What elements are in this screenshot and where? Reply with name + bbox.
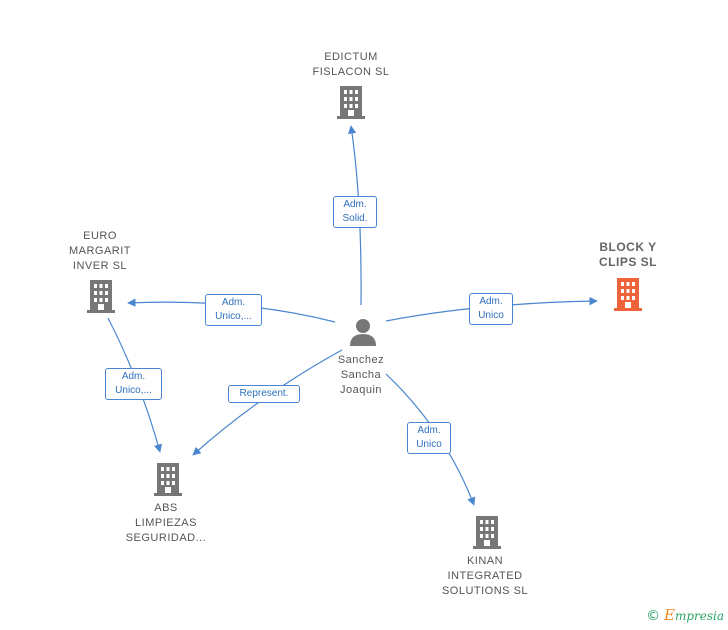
edge-label-to-edictum: Adm. Solid. — [333, 196, 377, 228]
edge-label-euro-to-abs: Adm. Unico,... — [105, 368, 162, 400]
edge-label-to-abs: Represent. — [228, 385, 300, 403]
edge-label-to-euro: Adm. Unico,... — [205, 294, 262, 326]
edge-label-to-kinan: Adm. Unico — [407, 422, 451, 454]
node-label-kinan[interactable]: KINAN INTEGRATED SOLUTIONS SL — [441, 555, 529, 597]
node-label-block[interactable]: BLOCK Y CLIPS SL — [598, 240, 657, 269]
person-icon[interactable] — [350, 319, 376, 346]
building-icon-highlighted[interactable] — [614, 278, 642, 311]
brand-name: mpresia — [674, 609, 724, 623]
node-label-person[interactable]: Sanchez Sancha Joaquin — [337, 354, 385, 396]
building-icon[interactable] — [473, 516, 501, 549]
building-icon[interactable] — [154, 463, 182, 496]
building-icon[interactable] — [337, 86, 365, 119]
brand-watermark: © Empresia — [646, 606, 724, 624]
node-label-euro[interactable]: EURO MARGARIT INVER SL — [68, 230, 132, 272]
node-label-abs[interactable]: ABS LIMPIEZAS SEGURIDAD... — [125, 502, 207, 544]
building-icon[interactable] — [87, 280, 115, 313]
brand-initial: E — [663, 606, 675, 624]
node-label-edictum[interactable]: EDICTUM FISLACON SL — [312, 51, 390, 78]
edge-label-to-block: Adm. Unico — [469, 293, 513, 325]
copyright-symbol: © — [646, 608, 661, 624]
